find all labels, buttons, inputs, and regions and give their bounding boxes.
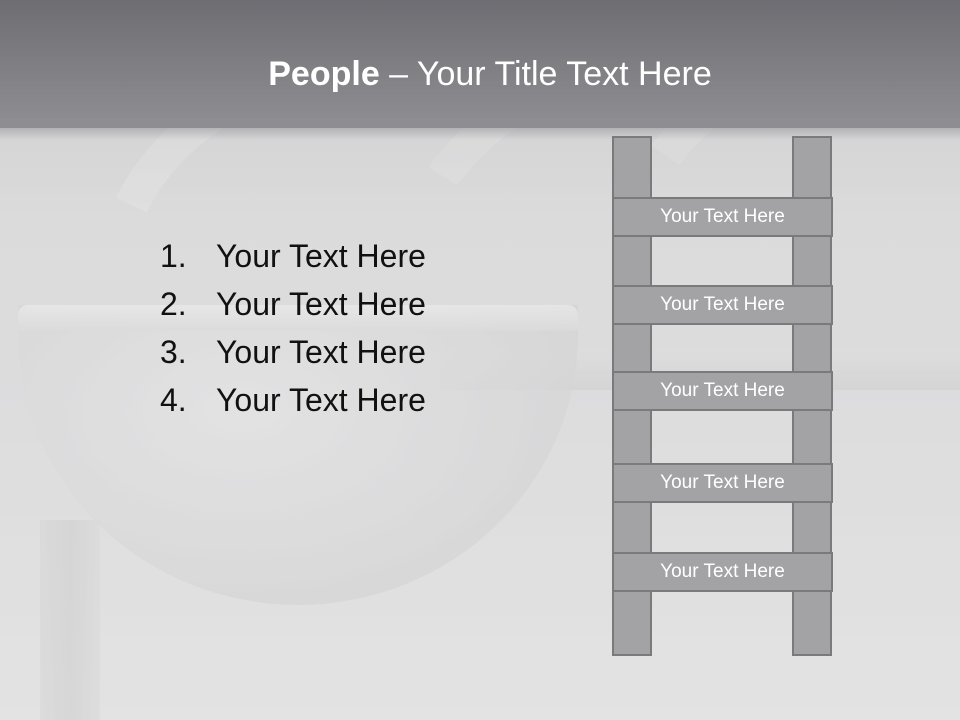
list-item-text: Your Text Here xyxy=(216,334,426,370)
ladder-rung[interactable]: Your Text Here xyxy=(612,552,833,592)
list-item-number: 4. xyxy=(160,382,187,418)
list-item: 4. Your Text Here xyxy=(160,376,426,424)
list-item: 1. Your Text Here xyxy=(160,232,426,280)
background-post xyxy=(40,520,100,720)
title-rest: – Your Title Text Here xyxy=(379,55,712,93)
list-item-text: Your Text Here xyxy=(216,238,426,274)
background-gutter-rim xyxy=(18,305,578,331)
slide-title[interactable]: People – Your Title Text Here xyxy=(0,52,960,96)
list-item: 2. Your Text Here xyxy=(160,280,426,328)
list-item-number: 2. xyxy=(160,286,187,322)
list-item: 3. Your Text Here xyxy=(160,328,426,376)
numbered-list[interactable]: 1. Your Text Here 2. Your Text Here 3. Y… xyxy=(160,232,426,424)
ladder-rung[interactable]: Your Text Here xyxy=(612,371,833,411)
list-item-text: Your Text Here xyxy=(216,382,426,418)
ladder-rung[interactable]: Your Text Here xyxy=(612,197,833,237)
header-fade xyxy=(0,118,960,140)
header-band xyxy=(0,0,960,128)
list-item-number: 3. xyxy=(160,334,187,370)
ladder-rung[interactable]: Your Text Here xyxy=(612,285,833,325)
list-item-text: Your Text Here xyxy=(216,286,426,322)
ladder-rung[interactable]: Your Text Here xyxy=(612,463,833,503)
title-bold: People xyxy=(268,55,380,93)
list-item-number: 1. xyxy=(160,238,187,274)
